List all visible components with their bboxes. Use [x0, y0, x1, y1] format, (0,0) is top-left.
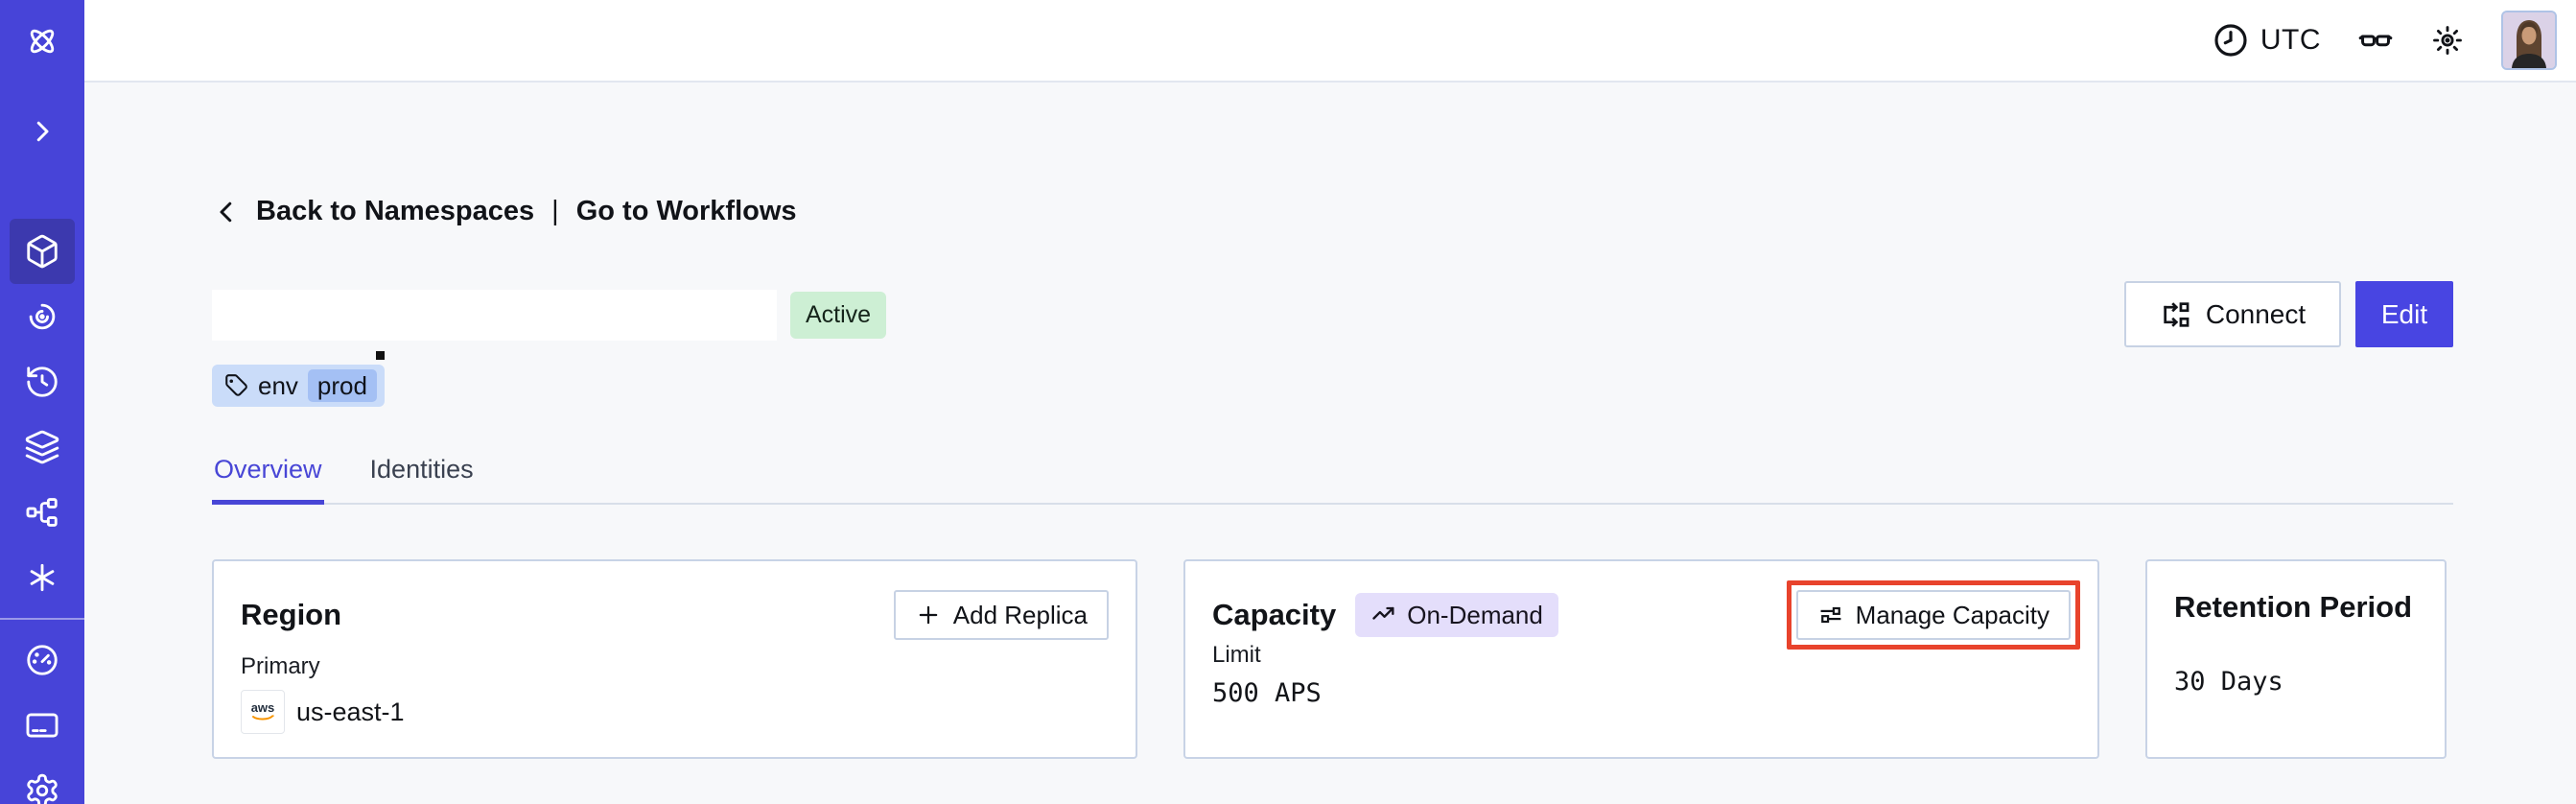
status-badge: Active — [790, 291, 887, 339]
capacity-field-label: Limit — [1212, 642, 1261, 668]
title-actions: Connect Edit — [2124, 281, 2453, 347]
add-replica-label: Add Replica — [952, 600, 1088, 629]
sidebar-item-history-clock-icon[interactable] — [10, 349, 75, 414]
clock-icon — [2212, 21, 2250, 59]
tab-identities[interactable]: Identities — [369, 455, 474, 484]
svg-text:aws: aws — [251, 700, 275, 715]
namespace-name-redacted — [212, 289, 777, 360]
region-card: Region Add Replica Primary aws us-east-1 — [212, 559, 1137, 759]
plus-icon — [915, 602, 942, 628]
sidebar-item-cube-icon[interactable] — [10, 219, 75, 284]
title-row: Active Connect Edit — [212, 281, 2453, 360]
region-field-label: Primary — [241, 653, 320, 679]
sidebar-item-asterisk-icon[interactable] — [10, 545, 75, 610]
expand-chevron-right-icon[interactable] — [10, 99, 75, 164]
back-to-namespaces-link[interactable]: Back to Namespaces — [256, 196, 535, 226]
sidebar-divider — [0, 618, 84, 620]
timezone-selector[interactable]: UTC — [2212, 21, 2321, 59]
sidebar-item-swirl-icon[interactable] — [10, 284, 75, 349]
capacity-card-title: Capacity — [1212, 598, 1337, 631]
tag-icon — [223, 373, 248, 398]
sidebar-item-layers-icon[interactable] — [10, 414, 75, 480]
sidebar-item-branch-icon[interactable] — [10, 480, 75, 545]
breadcrumb: Back to Namespaces | Go to Workflows — [212, 196, 2453, 227]
user-avatar[interactable] — [2501, 11, 2557, 70]
sliders-icon — [1817, 602, 1844, 628]
breadcrumb-separator: | — [551, 196, 559, 226]
connect-button[interactable]: Connect — [2124, 281, 2341, 347]
capacity-card: Capacity On-Demand — [1183, 559, 2099, 759]
aws-logo-icon: aws — [241, 690, 285, 734]
capacity-value: 500 APS — [1212, 678, 1322, 708]
tabs: Overview Identities — [212, 455, 2453, 505]
main-content: Back to Namespaces | Go to Workflows Act… — [212, 84, 2453, 759]
retention-card-title: Retention Period — [2174, 590, 2413, 624]
tag-key: env — [258, 370, 298, 400]
env-prod-tag[interactable]: env prod — [212, 365, 385, 407]
sidebar-item-gauge-icon[interactable] — [10, 627, 75, 693]
theme-sun-icon[interactable] — [2430, 23, 2465, 58]
tag-value: prod — [307, 368, 377, 403]
sidebar-item-gear-icon[interactable] — [10, 758, 75, 804]
text-artifact-dot — [376, 350, 385, 360]
connect-button-label: Connect — [2205, 298, 2307, 329]
manage-capacity-label: Manage Capacity — [1855, 600, 2049, 629]
edit-button[interactable]: Edit — [2355, 281, 2453, 347]
edit-button-label: Edit — [2380, 298, 2428, 329]
tab-overview[interactable]: Overview — [212, 455, 324, 505]
region-card-title: Region — [241, 598, 342, 631]
add-replica-button[interactable]: Add Replica — [893, 590, 1109, 640]
temporal-logo-icon[interactable] — [10, 9, 75, 74]
timezone-label: UTC — [2260, 24, 2321, 56]
go-to-workflows-link[interactable]: Go to Workflows — [575, 196, 797, 226]
labs-glasses-icon[interactable] — [2357, 22, 2394, 59]
connect-flow-icon — [2160, 298, 2192, 331]
region-value: us-east-1 — [296, 697, 405, 726]
red-annotation-box: Manage Capacity — [1786, 580, 2080, 650]
sidebar-item-credit-card-icon[interactable] — [10, 693, 75, 758]
retention-card: Retention Period 30 Days — [2145, 559, 2447, 759]
summary-cards: Region Add Replica Primary aws us-east-1 — [212, 559, 2453, 759]
tag-row: env prod — [212, 365, 2453, 407]
ondemand-badge-label: On-Demand — [1407, 601, 1543, 629]
chevron-left-icon[interactable] — [212, 198, 241, 226]
ondemand-badge: On-Demand — [1355, 593, 1558, 637]
manage-capacity-button[interactable]: Manage Capacity — [1795, 590, 2071, 640]
topbar: UTC — [84, 0, 2576, 83]
trending-up-icon — [1370, 602, 1397, 628]
sidebar — [0, 0, 84, 804]
retention-value: 30 Days — [2174, 667, 2283, 697]
